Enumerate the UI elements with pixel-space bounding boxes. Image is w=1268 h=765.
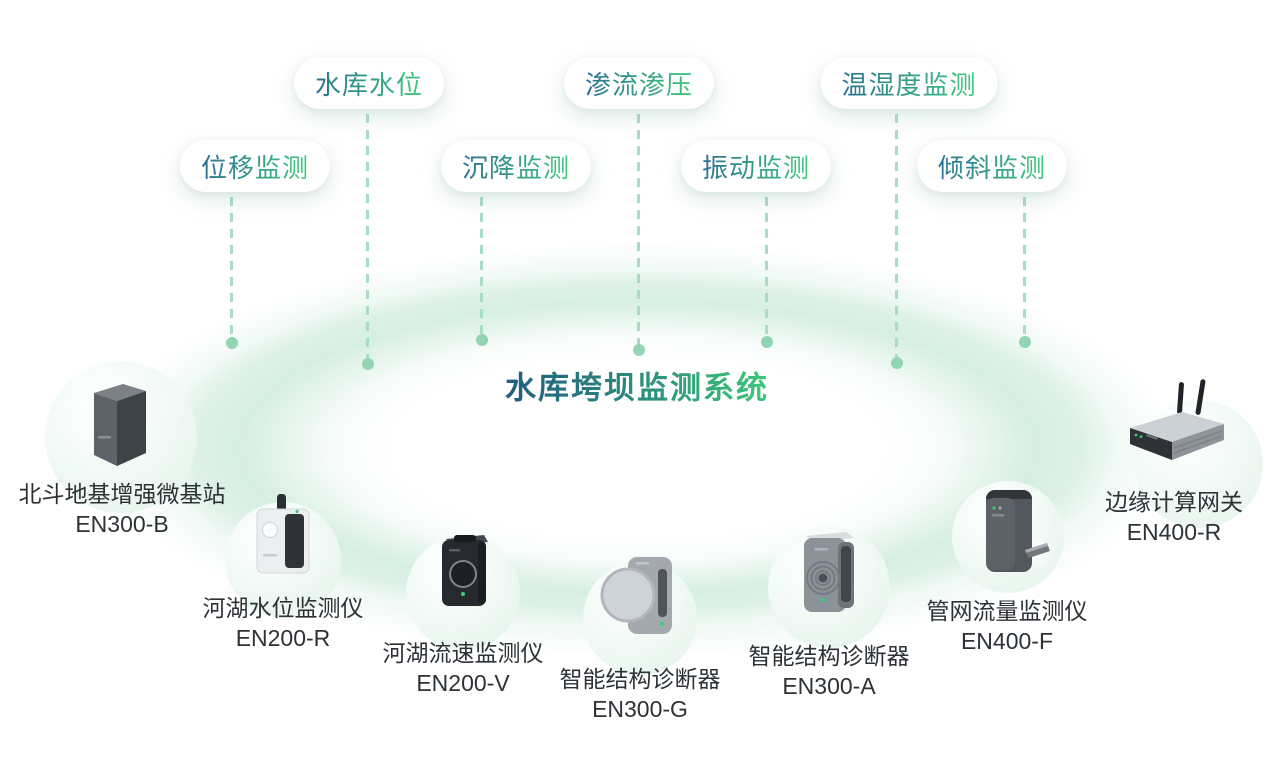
- tag-settlement-label: 沉降监测: [462, 148, 570, 185]
- device-name: 河湖流速监测仪: [382, 640, 544, 666]
- dashed-connector-water-level: [366, 114, 369, 364]
- tag-displacement: 位移监测: [179, 140, 331, 192]
- device-model: EN300-A: [782, 673, 876, 699]
- device-model: EN400-R: [1126, 519, 1222, 545]
- system-title: 水库垮坝监测系统: [505, 363, 769, 408]
- device-model: EN300-G: [592, 696, 688, 722]
- device-model: EN300-B: [75, 511, 169, 537]
- device-name: 边缘计算网关: [1105, 489, 1243, 515]
- tag-temperature-humidity-label: 温湿度监测: [841, 65, 976, 102]
- tag-water-level: 水库水位: [293, 57, 445, 109]
- device-name: 管网流量监测仪: [926, 598, 1088, 624]
- en300-b-device-image: [94, 384, 146, 466]
- device-model: EN400-F: [960, 628, 1054, 654]
- device-name: 智能结构诊断器: [748, 643, 910, 669]
- device-model: EN200-V: [416, 670, 510, 696]
- tag-tilt: 倾斜监测: [916, 140, 1068, 192]
- tag-temperature-humidity: 温湿度监测: [820, 57, 998, 109]
- en200-v-device-image: [442, 535, 488, 606]
- en300-a-device-image: [804, 532, 854, 612]
- device-card-en200-r: 河湖水位监测仪 EN200-R: [203, 593, 364, 653]
- dashed-connector-tilt: [1023, 197, 1026, 342]
- tag-tilt-label: 倾斜监测: [938, 148, 1046, 185]
- tag-seepage: 渗流渗压: [563, 57, 715, 109]
- dashed-connector-displacement: [230, 197, 233, 343]
- tag-vibration: 振动监测: [680, 140, 832, 192]
- device-card-en400-r: 边缘计算网关 EN400-R: [1105, 487, 1243, 547]
- en400-f-device-image: [986, 490, 1050, 572]
- dashed-connector-temperature-humidity: [895, 114, 898, 363]
- tag-water-level-label: 水库水位: [315, 65, 423, 102]
- en400-r-device-image: [1130, 379, 1224, 460]
- dashed-connector-vibration: [765, 197, 768, 342]
- tag-seepage-label: 渗流渗压: [585, 65, 693, 102]
- device-card-en300-b: 北斗地基增强微基站 EN300-B: [19, 479, 226, 539]
- tag-displacement-label: 位移监测: [201, 148, 309, 185]
- dashed-connector-seepage: [637, 114, 640, 350]
- en300-g-device-image: [600, 557, 672, 634]
- device-name: 北斗地基增强微基站: [18, 481, 226, 507]
- tag-settlement: 沉降监测: [440, 140, 592, 192]
- device-card-en300-g: 智能结构诊断器 EN300-G: [560, 664, 721, 724]
- device-model: EN200-R: [235, 625, 331, 651]
- device-card-en300-a: 智能结构诊断器 EN300-A: [749, 641, 910, 701]
- en200-r-device-image: [256, 494, 310, 574]
- device-name: 智能结构诊断器: [559, 666, 721, 692]
- dashed-connector-settlement: [480, 197, 483, 340]
- device-card-en400-f: 管网流量监测仪 EN400-F: [927, 596, 1088, 656]
- device-name: 河湖水位监测仪: [202, 595, 364, 621]
- tag-vibration-label: 振动监测: [702, 148, 810, 185]
- device-card-en200-v: 河湖流速监测仪 EN200-V: [383, 638, 544, 698]
